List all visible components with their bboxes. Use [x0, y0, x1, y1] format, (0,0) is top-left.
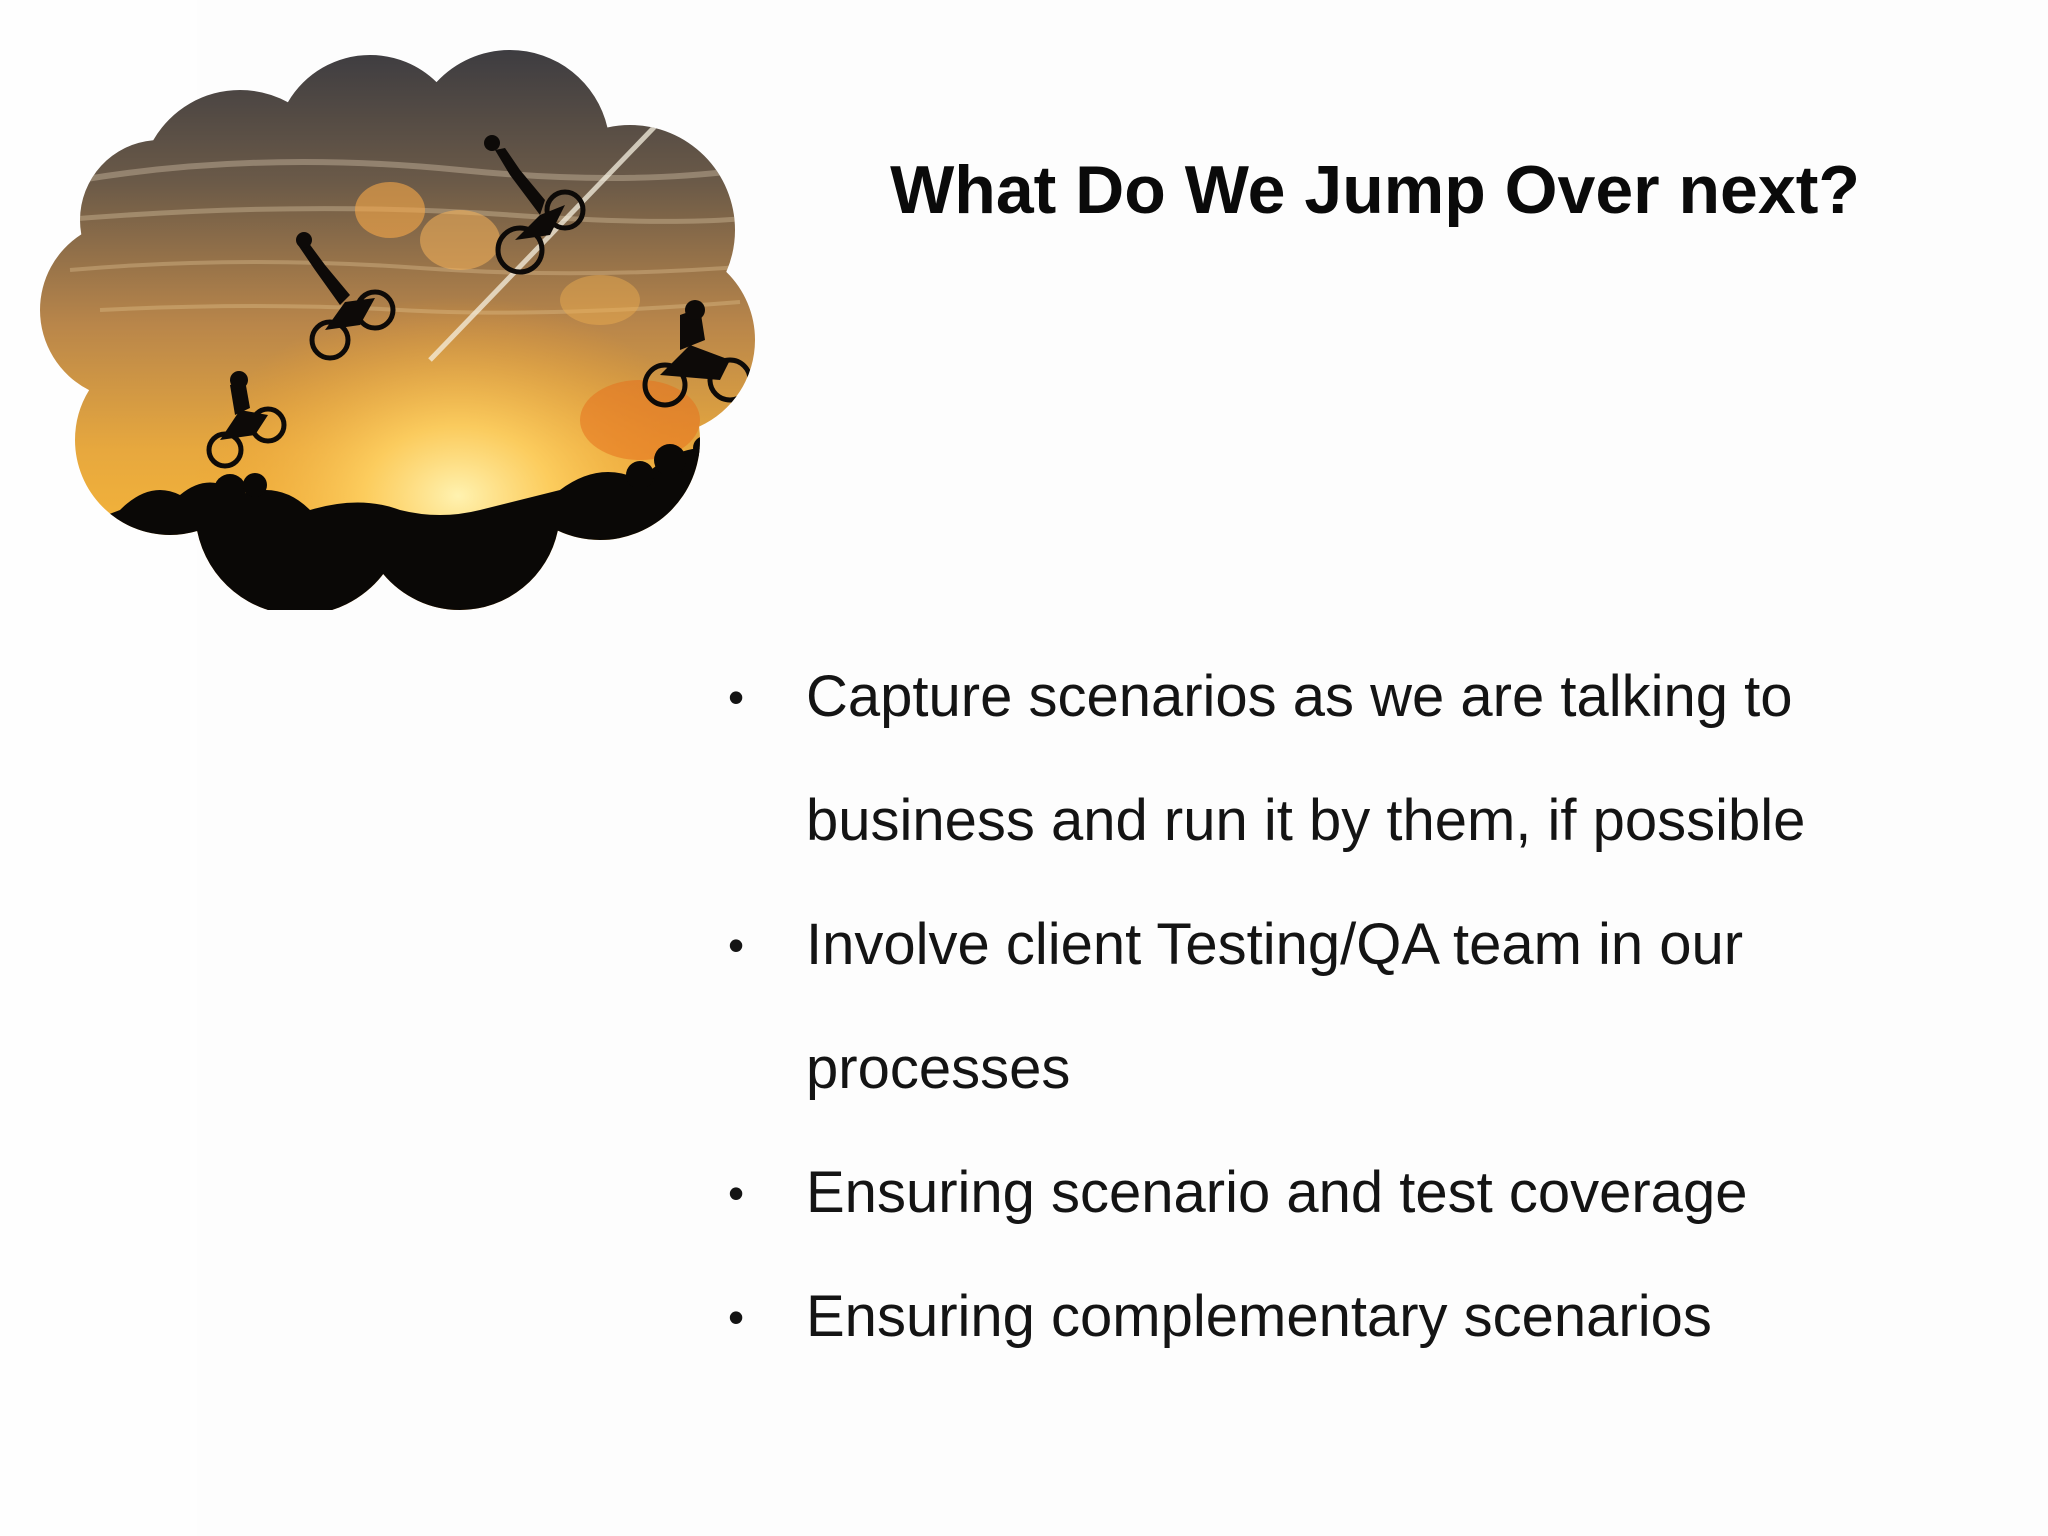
- bullet-text: Ensuring complementary scenarios: [806, 1284, 1712, 1349]
- bullet-text: Capture scenarios as we are talking to b…: [806, 664, 1806, 853]
- bullet-item: • Involve client Testing/QA team in our …: [720, 883, 1980, 1131]
- slide-title: What Do We Jump Over next?: [890, 152, 1860, 228]
- bullet-text: Ensuring scenario and test coverage: [806, 1160, 1748, 1225]
- bullet-item: • Ensuring complementary scenarios: [720, 1255, 1980, 1379]
- bullet-item: • Capture scenarios as we are talking to…: [720, 635, 1980, 883]
- bullet-list: • Capture scenarios as we are talking to…: [720, 635, 1980, 1379]
- bullet-dot-icon: •: [728, 1291, 745, 1343]
- bullet-dot-icon: •: [728, 671, 745, 723]
- motocross-cloud-photo: [40, 50, 755, 610]
- bullet-item: • Ensuring scenario and test coverage: [720, 1131, 1980, 1255]
- bullet-dot-icon: •: [728, 1167, 745, 1219]
- bullet-dot-icon: •: [728, 919, 745, 971]
- bullet-text: Involve client Testing/QA team in our pr…: [806, 912, 1744, 1101]
